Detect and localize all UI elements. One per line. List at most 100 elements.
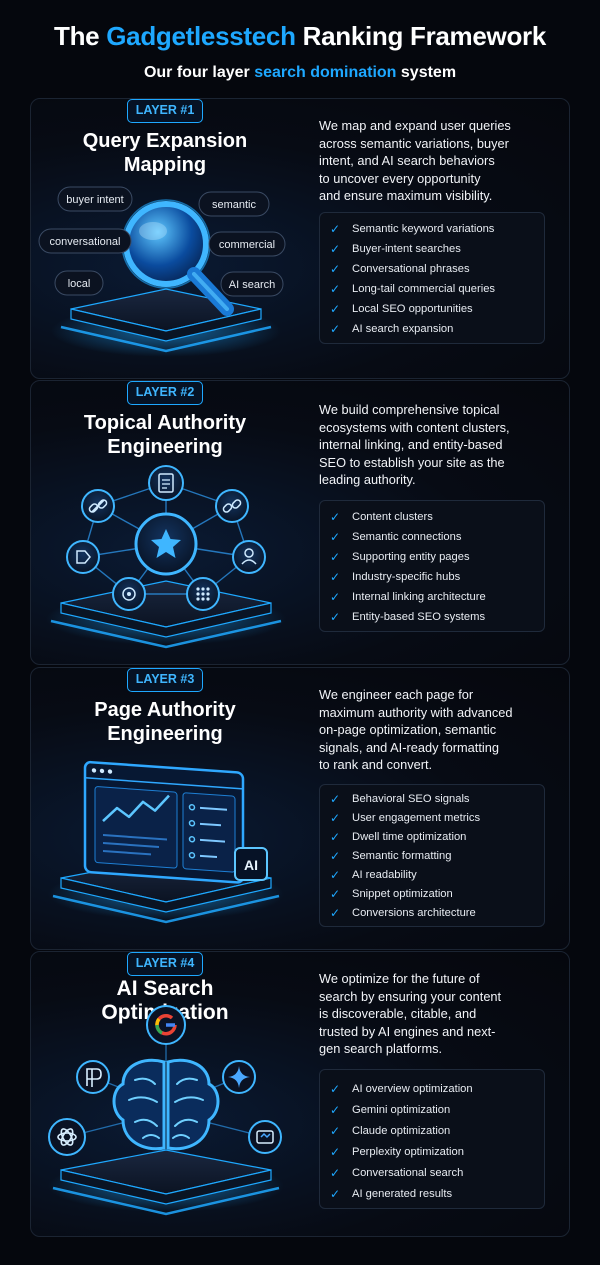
grid-icon — [186, 577, 220, 611]
layer-title-line: Topical Authority — [83, 412, 247, 434]
svg-text:local: local — [68, 278, 91, 290]
svg-text:AI: AI — [244, 857, 258, 873]
document-icon — [148, 465, 184, 501]
page-subtitle: Our four layer search domination system — [0, 62, 600, 84]
layer-badge: LAYER #4 — [127, 952, 203, 976]
check-icon: ✓ — [330, 905, 341, 920]
subtitle-pre: Our four layer — [143, 64, 255, 81]
description-line: on-page optimization, semantic — [319, 722, 497, 737]
description-line: intent, and AI search behaviors — [319, 153, 495, 168]
check-icon: ✓ — [330, 262, 341, 276]
check-icon: ✓ — [330, 222, 341, 236]
list-item: ✓Conversational search — [330, 1165, 464, 1180]
layer-title-line: Page Authority — [94, 699, 236, 721]
description-line: signals, and AI-ready formatting — [319, 739, 499, 755]
svg-text:semantic: semantic — [212, 199, 257, 211]
title-post: Ranking Framework — [295, 21, 547, 51]
page-title: The Gadgetlesstech Ranking Framework — [0, 18, 600, 54]
list-item: ✓Semantic formatting — [330, 848, 452, 863]
description-line: SEO to establish your site as the — [319, 454, 505, 470]
description-line: maximum authority with advanced — [319, 704, 513, 720]
check-icon: ✓ — [330, 810, 341, 825]
query-tag: conversational — [38, 228, 132, 254]
list-item: ✓Dwell time optimization — [330, 829, 467, 844]
layer-badge: LAYER #1 — [127, 99, 203, 123]
list-item: ✓Buyer-intent searches — [330, 242, 461, 256]
check-icon: ✓ — [330, 610, 341, 624]
list-item: ✓Long-tail commercial queries — [330, 282, 496, 296]
check-icon: ✓ — [330, 242, 341, 256]
list-item: ✓Claude optimization — [330, 1123, 451, 1138]
check-icon: ✓ — [330, 1165, 341, 1180]
layer-description: We engineer each page for maximum author… — [319, 686, 549, 774]
layer-title-line: Query Expansion — [82, 130, 248, 152]
feature-list: ✓Content clusters ✓Semantic connections … — [319, 500, 545, 632]
layer-badge: LAYER #2 — [127, 381, 203, 405]
gemini-sparkle-icon — [222, 1060, 256, 1094]
list-item: ✓Semantic keyword variations — [330, 222, 495, 236]
query-tag: local — [54, 270, 104, 296]
svg-text:commercial: commercial — [219, 239, 275, 251]
claude-icon — [248, 1120, 282, 1154]
list-item: ✓Gemini optimization — [330, 1102, 451, 1117]
check-icon: ✓ — [330, 886, 341, 901]
brain-icon — [112, 1058, 220, 1151]
check-icon: ✓ — [330, 590, 341, 604]
ai-brain-illustration — [48, 1005, 284, 1216]
layer-title-line: Mapping — [123, 154, 207, 176]
layer-title: Topical Authority Engineering — [51, 411, 279, 459]
query-tag: semantic — [198, 191, 270, 217]
list-item: ✓AI readability — [330, 867, 417, 882]
list-item: ✓AI generated results — [330, 1186, 453, 1201]
list-item: ✓Conversions architecture — [330, 905, 476, 920]
check-icon: ✓ — [330, 829, 341, 844]
subtitle-post: system — [396, 64, 457, 81]
check-icon: ✓ — [330, 322, 341, 336]
description-line: to uncover every opportunity — [319, 170, 481, 186]
description-line: search by ensuring your content — [319, 988, 502, 1004]
list-item: ✓User engagement metrics — [330, 810, 481, 825]
list-item: ✓Semantic connections — [330, 530, 462, 544]
check-icon: ✓ — [330, 848, 341, 863]
page-header: The Gadgetlesstech Ranking Framework Our… — [0, 18, 600, 84]
layer-title: Query Expansion Mapping — [51, 129, 279, 177]
list-item: ✓Snippet optimization — [330, 886, 453, 901]
google-icon — [146, 1005, 186, 1045]
list-item: ✓Conversational phrases — [330, 262, 470, 276]
ai-chip-icon: AI — [234, 847, 268, 881]
link-icon — [81, 489, 115, 523]
check-icon: ✓ — [330, 530, 341, 544]
title-pre: The — [53, 21, 107, 51]
layer-description: We map and expand user queries across se… — [319, 117, 549, 205]
list-item: ✓Entity-based SEO systems — [330, 610, 486, 624]
list-item: ✓Behavioral SEO signals — [330, 791, 470, 806]
list-item: ✓Supporting entity pages — [330, 550, 470, 564]
check-icon: ✓ — [330, 867, 341, 882]
check-icon: ✓ — [330, 1144, 341, 1159]
check-icon: ✓ — [330, 550, 341, 564]
description-line: We map and expand user queries — [319, 118, 511, 133]
layer-1-card: LAYER #1 Query Expansion Mapping buyer i… — [30, 98, 570, 379]
chatgpt-icon — [48, 1118, 86, 1156]
description-line: We engineer each page for — [319, 687, 474, 702]
tag-icon — [66, 540, 100, 574]
description-line: trusted by AI engines and next- — [319, 1023, 496, 1039]
star-icon — [151, 529, 181, 558]
description-line: is discoverable, citable, and — [319, 1006, 477, 1021]
description-line: We optimize for the future of — [319, 971, 480, 986]
description-line: to rank and convert. — [319, 757, 433, 772]
layer-title-line: Engineering — [107, 436, 223, 458]
list-item: ✓AI search expansion — [330, 322, 454, 336]
svg-text:buyer intent: buyer intent — [66, 194, 123, 206]
layer-description: We build comprehensive topical ecosystem… — [319, 401, 549, 489]
check-icon: ✓ — [330, 1123, 341, 1138]
layer-badge: LAYER #3 — [127, 668, 203, 692]
description-line: and ensure maximum visibility. — [319, 188, 493, 203]
layer-2-card: LAYER #2 Topical Authority Engineering — [30, 380, 570, 665]
layer-description: We optimize for the future of search by … — [319, 970, 549, 1058]
list-item: ✓Local SEO opportunities — [330, 302, 473, 316]
description-line: gen search platforms. — [319, 1041, 443, 1056]
layer-3-card: LAYER #3 Page Authority Engineering AI W… — [30, 667, 570, 950]
check-icon: ✓ — [330, 1081, 341, 1096]
layer-4-card: LAYER #4 AI Search Optimization — [30, 951, 570, 1237]
